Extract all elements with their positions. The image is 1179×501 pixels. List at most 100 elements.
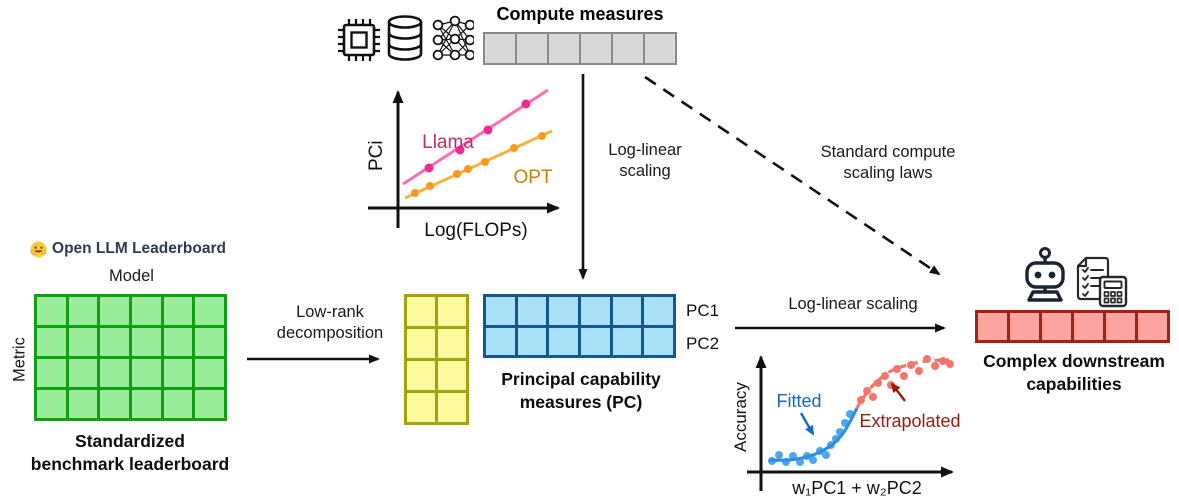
matrix-cell xyxy=(438,329,466,358)
data-point xyxy=(869,393,877,401)
pc-scaling-label: Log-linear scaling xyxy=(788,295,918,313)
matrix-cell xyxy=(132,390,161,418)
matrix-cell xyxy=(407,393,435,422)
neural-net-icon xyxy=(432,15,474,61)
matrix-cell xyxy=(517,34,547,63)
data-point xyxy=(946,360,954,368)
matrix-cell xyxy=(132,328,161,356)
matrix-cell xyxy=(1010,313,1039,340)
matrix-cell xyxy=(644,297,674,325)
model-axis-label: Model xyxy=(109,267,154,285)
matrix-cell xyxy=(100,359,130,387)
matrix-cell xyxy=(37,390,66,418)
opt-label: OPT xyxy=(513,167,552,188)
downstream-matrix xyxy=(975,310,1170,343)
matrix-cell xyxy=(438,393,466,422)
fitted-label: Fitted xyxy=(776,391,821,411)
compute-scaling-dashed-arrow xyxy=(644,75,941,276)
data-point xyxy=(481,158,489,166)
hugging-face-emoji xyxy=(30,241,47,257)
matrix-cell xyxy=(486,297,515,325)
matrix-cell xyxy=(68,390,98,418)
matrix-cell xyxy=(485,34,515,63)
matrix-cell xyxy=(37,328,66,356)
data-point xyxy=(775,451,783,459)
llama-label: Llama xyxy=(422,132,474,153)
fitted-arrow xyxy=(799,412,815,436)
data-point xyxy=(510,144,518,152)
data-point xyxy=(455,145,465,155)
downstream-icons xyxy=(1025,247,1128,308)
matrix-cell xyxy=(37,297,66,325)
matrix-cell xyxy=(195,328,225,356)
matrix-cell xyxy=(195,359,225,387)
matrix-cell xyxy=(100,328,130,356)
data-point xyxy=(521,99,531,109)
matrix-cell xyxy=(163,390,193,418)
compute-icons xyxy=(338,15,474,61)
data-point xyxy=(874,379,882,387)
flops-xlabel: Log(FLOPs) xyxy=(424,220,527,241)
matrix-cell xyxy=(37,359,66,387)
matrix-cell xyxy=(644,327,674,355)
extrapolated-label: Extrapolated xyxy=(859,411,960,431)
matrix-cell xyxy=(100,390,130,418)
data-point xyxy=(900,372,908,380)
matrix-cell xyxy=(163,359,193,387)
matrix-cell xyxy=(195,297,225,325)
matrix-cell xyxy=(407,297,435,326)
leaderboard-title: Open LLM Leaderboard xyxy=(22,240,234,258)
compute-matrix xyxy=(483,32,677,65)
matrix-cell xyxy=(613,34,643,63)
matrix-cell xyxy=(645,34,675,63)
extrapolated-dots xyxy=(857,355,954,404)
matrix-cell xyxy=(163,328,193,356)
matrix-cell xyxy=(68,297,98,325)
data-point xyxy=(483,125,493,135)
flops-plot: Llama OPT PCi Log(FLOPs) xyxy=(366,88,560,241)
matrix-cell xyxy=(438,297,466,326)
metric-axis-label: Metric xyxy=(10,337,29,383)
matrix-cell xyxy=(195,390,225,418)
matrix-cell xyxy=(438,361,466,390)
data-point xyxy=(424,163,434,173)
compute-measures-title: Compute measures xyxy=(496,4,664,24)
opt-dots xyxy=(411,132,546,197)
matrix-cell xyxy=(1074,313,1103,340)
pc1-label: PC1 xyxy=(686,301,720,320)
matrix-cell xyxy=(132,359,161,387)
matrix-cell xyxy=(517,327,547,355)
fitted-curve xyxy=(768,407,859,462)
chip-icon xyxy=(338,19,380,61)
matrix-cell xyxy=(517,297,547,325)
extrapolated-arrow xyxy=(890,382,906,402)
leaderboard-matrix xyxy=(34,294,228,421)
database-icon xyxy=(387,15,423,61)
matrix-cell xyxy=(1042,313,1071,340)
data-point xyxy=(915,367,923,375)
lowrank-matrix xyxy=(404,294,469,425)
data-point xyxy=(822,451,830,459)
matrix-cell xyxy=(132,297,161,325)
matrix-cell xyxy=(68,359,98,387)
sigmoid-xlabel: w₁PC1 + w₂PC2 xyxy=(791,478,922,498)
data-point xyxy=(426,182,434,190)
pc-matrix xyxy=(483,294,677,358)
matrix-cell xyxy=(549,297,579,325)
matrix-cell xyxy=(1138,313,1167,340)
data-point xyxy=(931,362,939,370)
matrix-cell xyxy=(549,34,579,63)
flops-ylabel: PCi xyxy=(366,140,387,171)
matrix-cell xyxy=(549,327,579,355)
data-point xyxy=(809,456,817,464)
matrix-cell xyxy=(581,327,610,355)
checklist-calculator-icon xyxy=(1076,256,1128,308)
